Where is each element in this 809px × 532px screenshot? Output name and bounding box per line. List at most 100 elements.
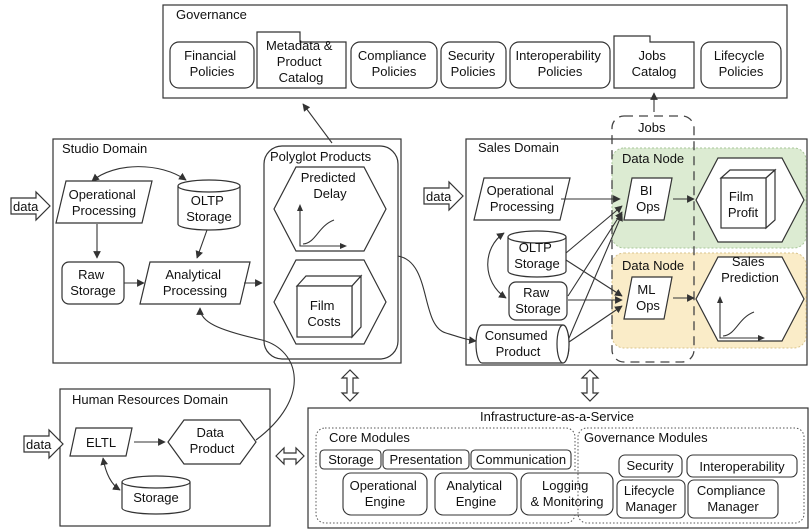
- studio-domain: Studio Domain data Operational Processin…: [10, 138, 402, 364]
- sales-raw-label: Raw Storage: [515, 285, 561, 316]
- metadata-catalog-label: Metadata & Product Catalog: [266, 38, 336, 85]
- interoperability-policies-label: Interoperability Policies: [516, 48, 605, 79]
- film-profit-label: Film Profit: [728, 189, 759, 220]
- film-costs-label: Film Costs: [307, 298, 341, 329]
- predicted-delay-product: Predicted Delay: [273, 166, 387, 252]
- metadata-catalog-arrow: [302, 103, 333, 144]
- lifecycle-policies-label: Lifecycle Policies: [714, 48, 768, 79]
- film-costs-product: Film Costs: [273, 259, 387, 345]
- iaas-panel: Infrastructure-as-a-Service Core Modules…: [307, 407, 809, 529]
- lifecycle-manager-label: Lifecycle Manager: [624, 483, 678, 514]
- studio-raw-label: Raw Storage: [70, 267, 116, 298]
- analytical-engine: Analytical Engine: [434, 472, 518, 516]
- consumed-product-label: Consumed Product: [485, 328, 552, 359]
- line-chart-icon: [717, 296, 765, 341]
- sales-iaas-link-icon: [580, 369, 600, 402]
- line-chart-icon: [297, 204, 347, 249]
- communication-module: Communication: [470, 449, 572, 470]
- metadata-product-catalog: Metadata & Product Catalog: [256, 31, 347, 89]
- lifecycle-policies: Lifecycle Policies: [700, 41, 782, 89]
- studio-data-input: data: [10, 190, 51, 222]
- compliance-manager-label: Compliance Manager: [697, 483, 769, 514]
- data-node-1-label: Data Node: [622, 151, 684, 166]
- core-modules-title: Core Modules: [329, 430, 410, 445]
- hr-data-input: data: [23, 428, 64, 460]
- studio-data-label: data: [13, 199, 39, 214]
- logging-monitoring-label: Logging & Monitoring: [531, 478, 604, 509]
- sales-operational-label: Operational Processing: [487, 183, 558, 214]
- studio-analytical-processing: Analytical Processing: [139, 261, 251, 305]
- sales-data-label: data: [426, 189, 452, 204]
- compliance-policies-label: Compliance Policies: [358, 48, 430, 79]
- sales-raw-storage: Raw Storage: [508, 281, 568, 321]
- operational-engine-label: Operational Engine: [350, 478, 421, 509]
- studio-analytical-label: Analytical Processing: [163, 267, 227, 298]
- sales-operational-processing: Operational Processing: [473, 177, 571, 221]
- polyglot-products-title: Polyglot Products: [270, 149, 372, 164]
- governance-modules-title: Governance Modules: [584, 430, 708, 445]
- data-node-2-label: Data Node: [622, 258, 684, 273]
- governance-panel: Governance Financial Policies Metadata &…: [162, 4, 788, 99]
- security-policies-label: Security Policies: [448, 48, 499, 79]
- hr-iaas-link-icon: [275, 446, 305, 466]
- sales-domain-title: Sales Domain: [478, 140, 559, 155]
- jobs-title: Jobs: [638, 120, 666, 135]
- hr-domain: Human Resources Domain data ELTL Data Pr…: [23, 388, 271, 527]
- consumed-product: Consumed Product: [475, 324, 570, 364]
- interoperability-policies: Interoperability Policies: [509, 41, 611, 89]
- storage-module-label: Storage: [328, 452, 374, 467]
- ml-ops-label: ML Ops: [636, 282, 660, 313]
- security-module-label: Security: [627, 458, 674, 473]
- hr-data-label: data: [26, 437, 52, 452]
- core-modules: Core Modules Storage Presentation Commun…: [315, 427, 614, 524]
- lifecycle-manager: Lifecycle Manager: [616, 479, 686, 519]
- security-policies: Security Policies: [440, 41, 507, 89]
- presentation-module: Presentation: [382, 449, 470, 470]
- hr-data-product-label: Data Product: [190, 425, 235, 456]
- predicted-delay-label: Predicted Delay: [301, 170, 360, 201]
- jobs-catalog: Jobs Catalog: [613, 35, 695, 89]
- ml-ops: ML Ops: [623, 276, 673, 320]
- jobs-catalog-label: Jobs Catalog: [632, 48, 677, 79]
- interoperability-module-label: Interoperability: [699, 459, 785, 474]
- studio-operational-processing: Operational Processing: [55, 180, 153, 224]
- hr-domain-title: Human Resources Domain: [72, 392, 228, 407]
- studio-oltp-storage: OLTP Storage: [177, 179, 241, 231]
- sales-oltp-label: OLTP Storage: [514, 240, 560, 271]
- financial-policies: Financial Policies: [169, 41, 255, 89]
- storage-module: Storage: [319, 449, 382, 470]
- security-module: Security: [618, 454, 683, 478]
- cube-icon: [295, 274, 363, 339]
- interoperability-module: Interoperability: [686, 454, 798, 478]
- sales-oltp-storage: OLTP Storage: [507, 230, 567, 278]
- studio-iaas-link-icon: [340, 369, 360, 402]
- communication-module-label: Communication: [476, 452, 566, 467]
- analytical-engine-label: Analytical Engine: [446, 478, 505, 509]
- eltl-label: ELTL: [86, 435, 116, 450]
- bi-ops-label: BI Ops: [636, 183, 660, 214]
- hr-data-product: Data Product: [167, 419, 257, 465]
- studio-raw-storage: Raw Storage: [61, 261, 125, 305]
- cube-icon: [719, 168, 777, 230]
- sales-domain: Jobs Sales Domain Data Node Data Node da…: [423, 115, 808, 366]
- logging-monitoring: Logging & Monitoring: [520, 472, 614, 516]
- financial-policies-label: Financial Policies: [184, 48, 240, 79]
- studio-oltp-label: OLTP Storage: [186, 193, 232, 224]
- governance-title: Governance: [176, 7, 247, 22]
- hr-storage-label: Storage: [133, 490, 179, 505]
- bi-ops: BI Ops: [623, 177, 673, 221]
- governance-modules: Governance Modules Security Interoperabi…: [577, 427, 805, 524]
- compliance-policies: Compliance Policies: [350, 41, 438, 89]
- polyglot-to-consumed-arrow: [397, 255, 477, 344]
- hr-storage: Storage: [121, 475, 191, 515]
- presentation-module-label: Presentation: [390, 452, 463, 467]
- sales-data-input: data: [423, 180, 464, 212]
- compliance-manager: Compliance Manager: [687, 479, 779, 519]
- studio-domain-title: Studio Domain: [62, 141, 147, 156]
- sales-prediction-label: Sales Prediction: [721, 254, 779, 285]
- studio-operational-label: Operational Processing: [69, 187, 140, 218]
- hr-product-to-analytical-arrow: [196, 307, 295, 441]
- eltl-process: ELTL: [69, 427, 133, 457]
- polyglot-products: Polyglot Products Predicted Delay: [263, 145, 399, 360]
